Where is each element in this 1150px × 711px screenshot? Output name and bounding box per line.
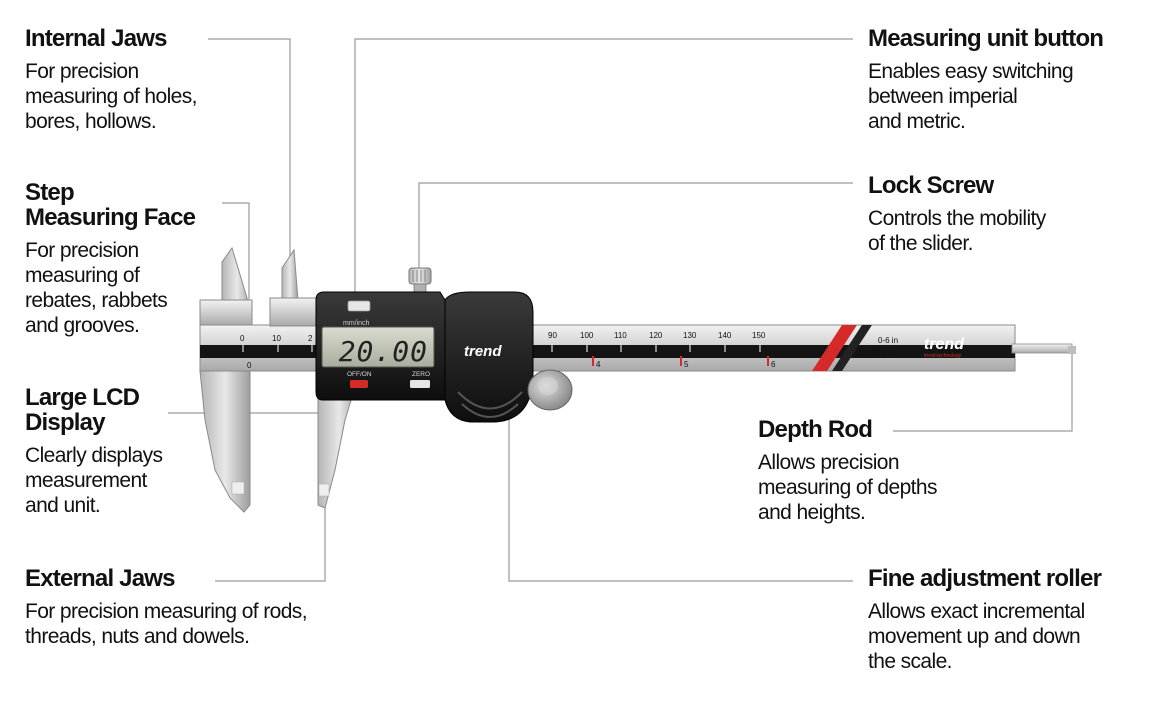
callout-title: External Jaws	[25, 565, 176, 592]
leader-roller	[508, 392, 853, 582]
callout-title: Measuring unit button	[868, 25, 1104, 52]
scale-num: 0	[240, 334, 245, 343]
callout-title: Large LCD Display	[25, 384, 140, 436]
off-on-button[interactable]	[350, 380, 368, 388]
range-mm: 0-150 mm	[860, 349, 896, 358]
inch-num: 0	[247, 361, 252, 370]
callout-depth-rod: Depth Rod Allows precision measuring of …	[758, 417, 937, 525]
leader-internal-jaws	[208, 38, 291, 258]
scale-num: 90	[548, 331, 557, 340]
lcd-display: 20.00	[321, 326, 435, 368]
callout-step-measuring-face: Step Measuring Face For precision measur…	[25, 179, 196, 338]
inch-numbers: 0 4 5 6	[247, 360, 776, 370]
callout-fine-adjustment-roller: Fine adjustment roller Allows exact incr…	[868, 565, 1102, 674]
lcd-reading: 20.00	[339, 335, 428, 368]
callout-title: Step Measuring Face	[25, 179, 196, 231]
leader-lock-screw	[418, 182, 853, 268]
beam-brand: trend	[924, 336, 965, 353]
off-on-label: OFF/ON	[347, 371, 372, 378]
callout-lock-screw: Lock Screw Controls the mobility of the …	[868, 173, 1046, 256]
callout-external-jaws: External Jaws For precision measuring of…	[25, 565, 308, 649]
leader-external-jaws	[215, 490, 326, 582]
scale-num: 140	[718, 331, 732, 340]
inch-num: 6	[771, 360, 776, 369]
scale-num: 110	[614, 331, 627, 340]
inch-num: 5	[684, 360, 689, 369]
callout-title: Depth Rod	[758, 416, 873, 443]
measuring-unit-button[interactable]	[347, 300, 371, 312]
callout-title: Lock Screw	[868, 172, 994, 199]
inch-ticks	[592, 356, 769, 366]
scale-num: 120	[649, 331, 663, 340]
callout-desc: For precision measuring of holes, bores,…	[25, 60, 197, 133]
callout-desc: For precision measuring of rods, threads…	[25, 600, 308, 648]
scale-num: 150	[752, 331, 766, 340]
fixed-jaw	[199, 246, 253, 513]
body-brand: trend	[464, 343, 502, 360]
scale-ticks	[242, 345, 761, 352]
lock-screw[interactable]	[408, 267, 432, 295]
zero-label: ZERO	[412, 371, 430, 378]
scale-numbers-right: 90 100 110 120 130 140 150	[548, 331, 766, 340]
callout-large-lcd-display: Large LCD Display Clearly displays measu…	[25, 384, 163, 518]
fine-adjustment-roller[interactable]	[527, 369, 573, 411]
callout-title: Fine adjustment roller	[868, 565, 1102, 592]
beam-brand-tagline: trend-technology	[924, 353, 962, 359]
scale-num: 2	[308, 334, 313, 343]
callout-desc: Allows precision measuring of depths and…	[758, 451, 937, 524]
callout-desc: Allows exact incremental movement up and…	[868, 600, 1085, 673]
callout-internal-jaws: Internal Jaws For precision measuring of…	[25, 26, 197, 134]
sliding-jaw	[269, 248, 361, 509]
unit-label: mm/inch	[343, 320, 370, 327]
scale-num: 10	[272, 334, 281, 343]
callout-desc: Clearly displays measurement and unit.	[25, 444, 163, 517]
zero-button[interactable]	[410, 380, 430, 388]
range-inch: 0-6 in	[878, 336, 898, 345]
leader-step-face	[222, 202, 250, 305]
scale-num: 130	[683, 331, 697, 340]
callout-title: Internal Jaws	[25, 25, 167, 52]
callout-measuring-unit-button: Measuring unit button Enables easy switc…	[868, 25, 1104, 134]
callout-desc: Enables easy switching between imperial …	[868, 60, 1074, 133]
inch-num: 4	[596, 360, 601, 369]
scale-num: 100	[580, 331, 594, 340]
scale-numbers-left: 0 10 2	[240, 334, 313, 343]
callout-desc: For precision measuring of rebates, rabb…	[25, 239, 168, 337]
leader-unit-button	[354, 38, 853, 305]
callout-desc: Controls the mobility of the slider.	[868, 207, 1046, 255]
leader-depth-rod	[893, 352, 1073, 432]
